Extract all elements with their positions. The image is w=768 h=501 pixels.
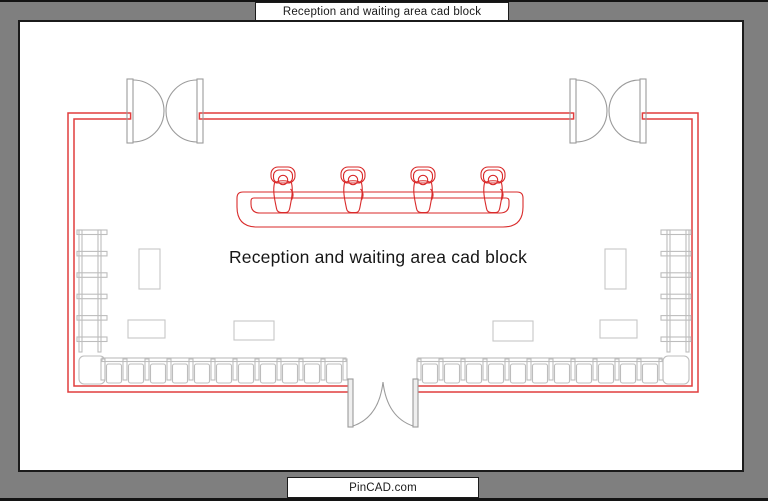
page-header-box: Reception and waiting area cad block — [255, 2, 509, 21]
drawing-paper — [18, 20, 744, 472]
page-header-label: Reception and waiting area cad block — [282, 5, 482, 18]
watermark-box: PinCAD.com — [287, 477, 479, 498]
watermark-label: PinCAD.com — [349, 481, 417, 494]
drawing-title-text: Reception and waiting area cad block — [228, 247, 528, 267]
frame-top-border — [0, 0, 768, 2]
frame-bottom-border — [0, 498, 768, 501]
